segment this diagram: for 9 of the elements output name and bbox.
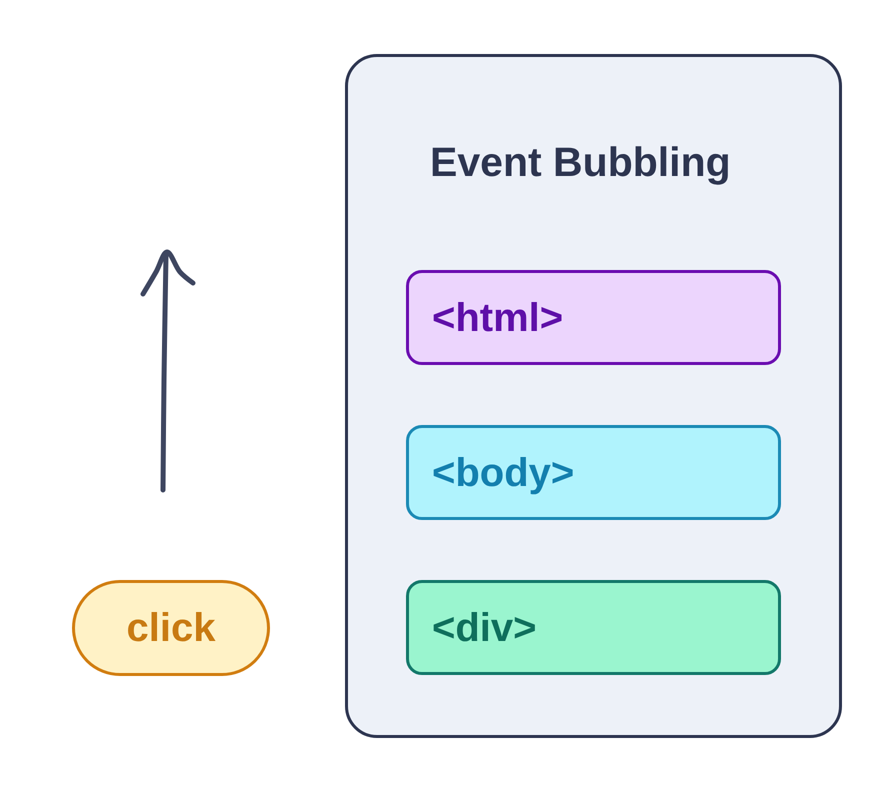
event-label: click xyxy=(126,605,216,651)
tag-label: <div> xyxy=(432,604,537,650)
tag-label: <body> xyxy=(432,450,574,496)
tag-label: <html> xyxy=(432,294,564,340)
panel-title: Event Bubbling xyxy=(430,139,731,186)
element-box xyxy=(406,425,781,520)
container-panel xyxy=(345,54,842,738)
element-box xyxy=(406,270,781,365)
element-box xyxy=(406,580,781,675)
